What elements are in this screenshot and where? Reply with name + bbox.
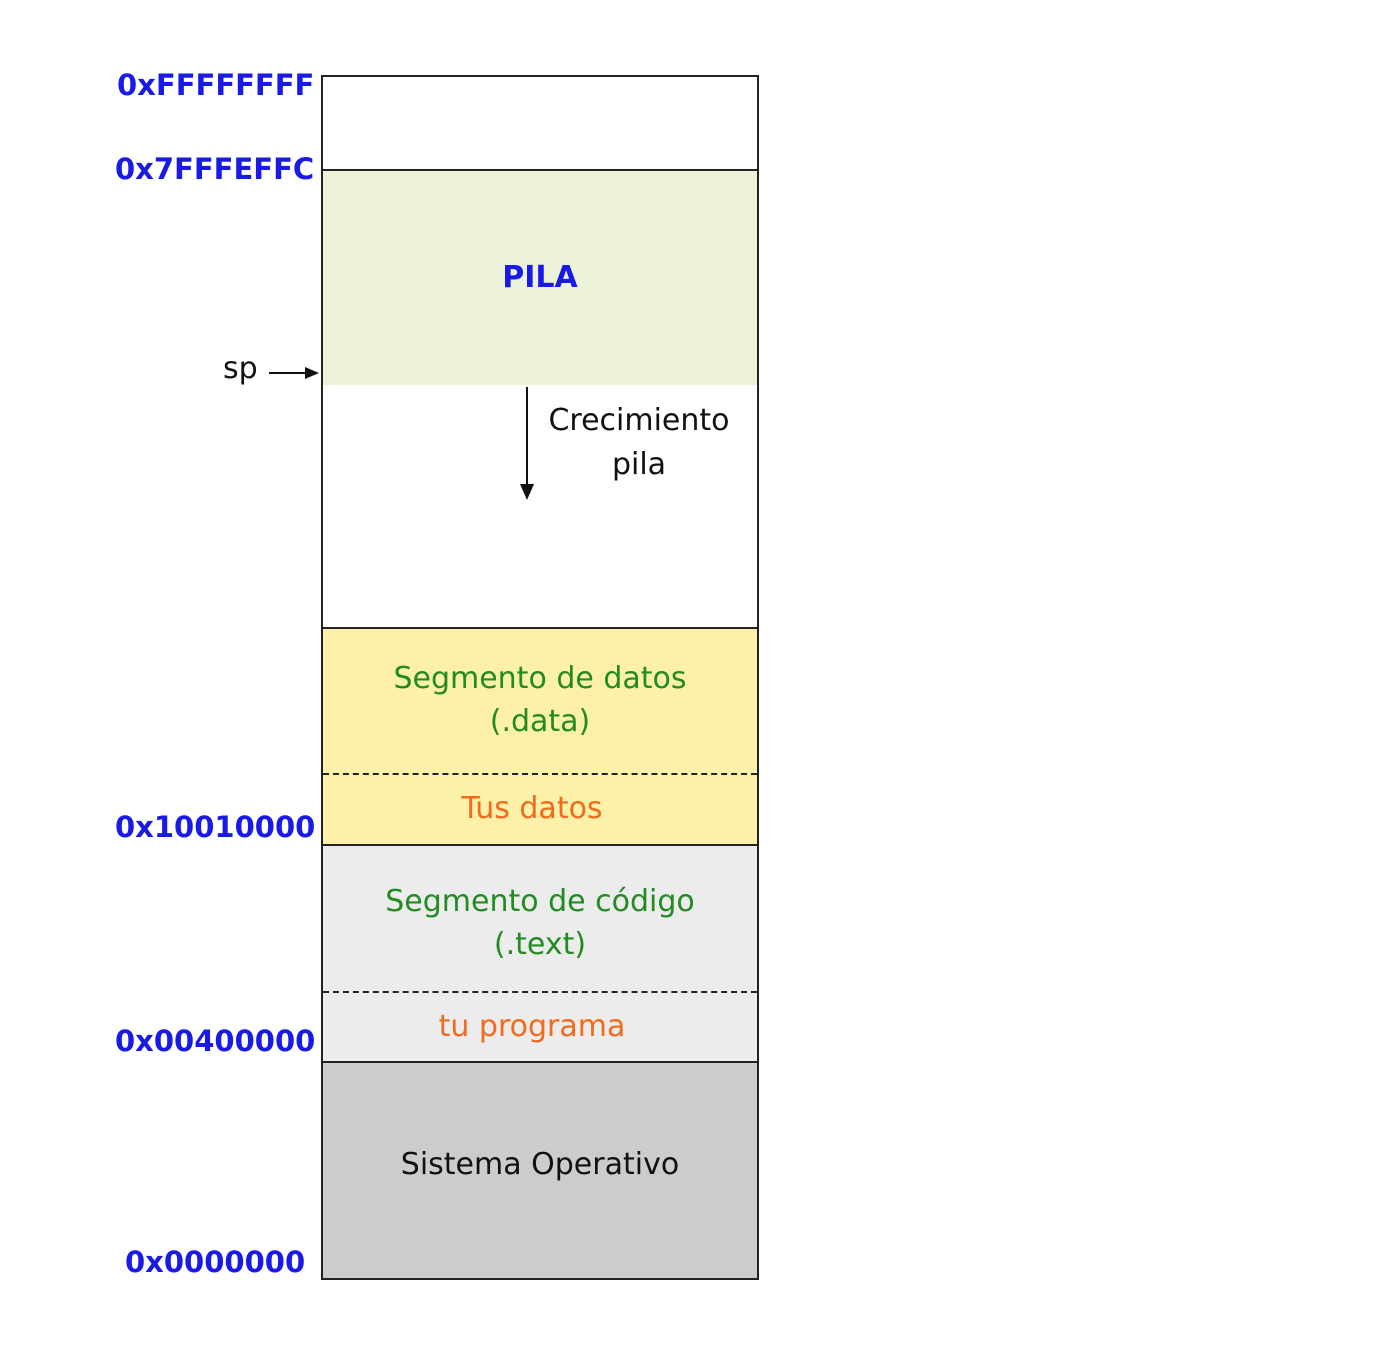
stack-label: PILA xyxy=(502,260,578,295)
data-segment-label-line2: (.data) xyxy=(489,704,591,739)
reserved-region xyxy=(321,75,759,171)
sp-arrow xyxy=(269,367,319,379)
text-segment-label-line2: (.text) xyxy=(493,927,587,962)
address-data-start: 0x10010000 xyxy=(115,810,316,844)
data-segment-region: Segmento de datos (.data) Tus datos xyxy=(321,627,759,846)
os-region: Sistema Operativo xyxy=(321,1061,759,1280)
text-divider xyxy=(323,991,757,993)
free-region: Crecimiento pila xyxy=(321,385,759,629)
data-segment-label: Segmento de datos (.data) xyxy=(323,657,757,743)
address-stack-top: 0x7FFFEFFC xyxy=(115,152,315,186)
data-segment-label-line1: Segmento de datos xyxy=(393,661,687,696)
user-program-label: tu programa xyxy=(438,1009,626,1044)
stack-region: PILA xyxy=(321,169,759,387)
address-top: 0xFFFFFFFF xyxy=(117,68,315,102)
text-segment-label-line1: Segmento de código xyxy=(385,884,695,919)
text-segment-region: Segmento de código (.text) tu programa xyxy=(321,844,759,1063)
sp-label: sp xyxy=(223,351,258,386)
data-divider xyxy=(323,773,757,775)
address-bottom: 0x0000000 xyxy=(125,1245,306,1279)
growth-label-line1: Crecimiento xyxy=(548,403,730,438)
os-label: Sistema Operativo xyxy=(400,1147,680,1182)
text-segment-label: Segmento de código (.text) xyxy=(323,880,757,966)
growth-label-line2: pila xyxy=(611,447,667,482)
address-text-start: 0x00400000 xyxy=(115,1024,316,1058)
user-data-label: Tus datos xyxy=(461,791,603,826)
growth-label: Crecimiento pila xyxy=(523,399,755,487)
